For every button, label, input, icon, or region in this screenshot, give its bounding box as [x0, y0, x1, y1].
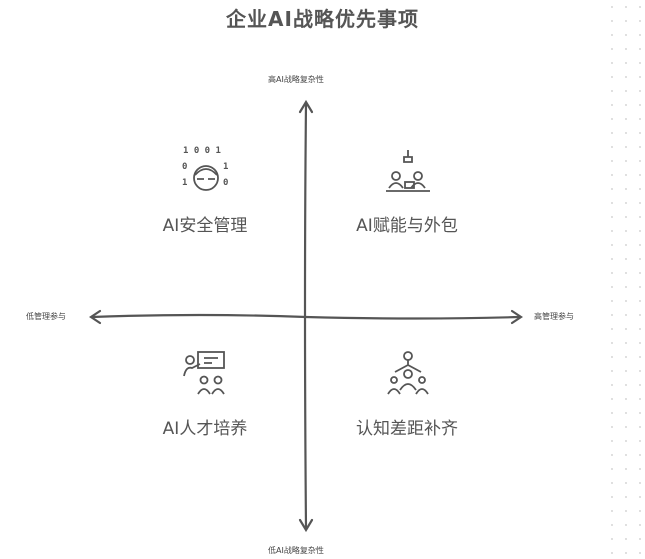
binary-digit: 0 [223, 178, 229, 188]
x-axis-left-label: 低管理参与 [26, 312, 66, 321]
quadrant-label-ai-empowerment: AI赋能与外包 [356, 216, 458, 236]
y-arrow-top [298, 99, 314, 114]
horizontal-axis [90, 313, 522, 320]
vertical-axis [303, 102, 308, 530]
dot-grid-background [605, 0, 645, 559]
binary-digit: 1 [223, 162, 229, 172]
binary-row: 1 0 0 1 [183, 146, 221, 156]
binary-hacker-icon: 1 0 0 1 0 1 1 0 [180, 146, 232, 194]
x-arrow-right [510, 309, 523, 325]
binary-digit: 1 [182, 178, 188, 188]
y-arrow-bottom [298, 518, 314, 533]
x-arrow-left [89, 309, 102, 325]
outsourcing-team-icon [385, 148, 431, 194]
diagram-title: 企业AI战略优先事项 [226, 7, 419, 31]
people-network-icon [385, 350, 431, 396]
y-axis-bottom-label: 低AI战略复杂性 [268, 546, 324, 555]
training-presentation-icon [182, 350, 228, 396]
x-axis-right-label: 高管理参与 [534, 312, 574, 321]
quadrant-label-ai-talent: AI人才培养 [162, 419, 248, 439]
quadrant-label-cognitive-gap: 认知差距补齐 [356, 419, 458, 439]
binary-digit: 0 [182, 162, 188, 172]
y-axis-top-label: 高AI战略复杂性 [268, 75, 324, 84]
quadrant-label-ai-security: AI安全管理 [162, 216, 248, 236]
